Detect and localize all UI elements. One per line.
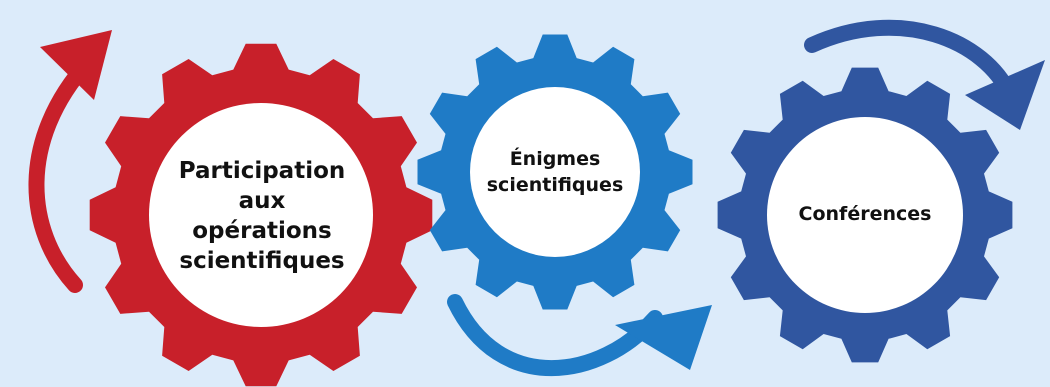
gear-label-enigmes: Énigmes scientifiques (486, 148, 624, 196)
bottom-arrowhead (615, 305, 712, 370)
top-right-arrowhead (965, 60, 1045, 130)
gear-label-conferences: Conférences (798, 203, 932, 225)
navy-gear-center (767, 117, 963, 313)
left-arrowhead (40, 30, 112, 100)
blue-gear-center (470, 87, 640, 257)
left-curved-arrow (28, 54, 96, 293)
top-right-curved-arrow (804, 19, 1018, 103)
red-gear-center (149, 103, 373, 327)
gear-label-participation: Participation aux opérations scientifiqu… (178, 158, 346, 274)
bottom-curved-arrow (447, 294, 663, 376)
